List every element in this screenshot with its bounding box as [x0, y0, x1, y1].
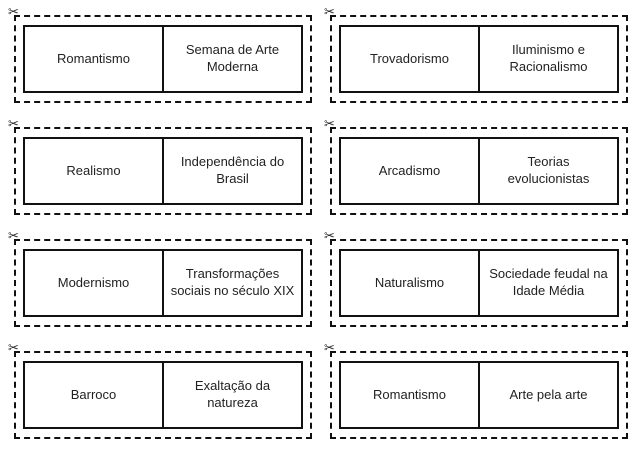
- card-left-term: Romantismo: [373, 386, 446, 402]
- cut-out-card: ✂ Trovadorismo Iluminismo e Racionalismo: [324, 5, 628, 103]
- cut-out-card: ✂ Romantismo Semana de Arte Moderna: [8, 5, 312, 103]
- scissors-icon: ✂: [324, 116, 335, 131]
- card-right-term: Exaltação da natureza: [162, 363, 301, 427]
- card-left-term: Modernismo: [57, 274, 130, 290]
- scissors-icon: ✂: [8, 4, 19, 19]
- card-right-term: Independência do Brasil: [162, 139, 301, 203]
- card-right-term: Teorias evolucionistas: [478, 139, 617, 203]
- card-pair: Barroco Exaltação da natureza: [23, 361, 303, 429]
- card-right-term: Transformações sociais no século XIX: [162, 251, 301, 315]
- card-pair: Arcadismo Teorias evolucionistas: [339, 137, 619, 205]
- scissors-icon: ✂: [324, 4, 335, 19]
- cut-out-card: ✂ Naturalismo Sociedade feudal na Idade Mé…: [324, 229, 628, 327]
- cut-out-card: ✂ Arcadismo Teorias evolucionistas: [324, 117, 628, 215]
- card-pair: Trovadorismo Iluminismo e Racionalismo: [339, 25, 619, 93]
- scissors-icon: ✂: [324, 340, 335, 355]
- card-right-term: Semana de Arte Moderna: [162, 27, 301, 91]
- card-pair: Naturalismo Sociedade feudal na Idade Méd…: [339, 249, 619, 317]
- card-left-term: Barroco: [70, 386, 117, 402]
- card-right-term: Sociedade feudal na Idade Média: [478, 251, 617, 315]
- card-left-term: Arcadismo: [378, 162, 441, 178]
- card-pair: Realismo Independência do Brasil: [23, 137, 303, 205]
- card-left-term: Naturalismo: [374, 274, 445, 290]
- card-pair: Romantismo Semana de Arte Moderna: [23, 25, 303, 93]
- card-right-term: Iluminismo e Racionalismo: [478, 27, 617, 91]
- cut-out-card: ✂ Barroco Exaltação da natureza: [8, 341, 312, 439]
- scissors-icon: ✂: [324, 228, 335, 243]
- cut-out-card: ✂ Modernismo Transformações sociais no séc…: [8, 229, 312, 327]
- card-left-term: Trovadorismo: [370, 50, 449, 66]
- card-right-term: Arte pela arte: [478, 363, 617, 427]
- scissors-icon: ✂: [8, 340, 19, 355]
- card-left-term: Romantismo: [57, 50, 130, 66]
- scissors-icon: ✂: [8, 116, 19, 131]
- card-pair: Modernismo Transformações sociais no sécu…: [23, 249, 303, 317]
- cut-out-card: ✂ Romantismo Arte pela arte: [324, 341, 628, 439]
- card-pair: Romantismo Arte pela arte: [339, 361, 619, 429]
- cut-out-card: ✂ Realismo Independência do Brasil: [8, 117, 312, 215]
- scissors-icon: ✂: [8, 228, 19, 243]
- card-left-term: Realismo: [66, 162, 121, 178]
